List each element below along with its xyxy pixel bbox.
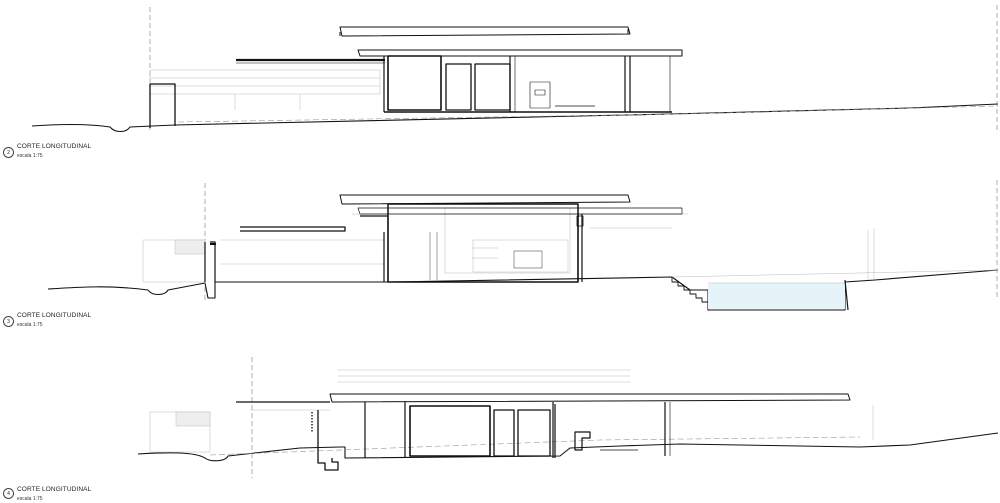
section-4-number-badge: 4: [3, 488, 14, 499]
ground-line: [31, 103, 999, 133]
section-2-number-badge: 2: [3, 147, 14, 158]
section-3-number-badge: 3: [3, 316, 14, 327]
section-2-scale: escala 1:75: [17, 153, 43, 159]
section-4-label: CORTE LONGITUDINAL escala 1:75: [17, 486, 91, 502]
ground-line: [137, 432, 999, 462]
section-3-title: CORTE LONGITUDINAL: [17, 312, 92, 319]
section-4-title: CORTE LONGITUDINAL: [17, 486, 92, 493]
section-2-drawing: [31, 5, 999, 133]
section-2-label: CORTE LONGITUDINAL escala 1:75: [17, 143, 91, 159]
section-3-drawing: [47, 180, 999, 311]
ground-line: [47, 269, 999, 311]
section-4-drawing: [137, 357, 999, 478]
section-4-scale: escala 1:75: [17, 496, 43, 502]
section-3-scale: escala 1:75: [17, 322, 43, 328]
section-3-label: CORTE LONGITUDINAL escala 1:75: [17, 312, 91, 328]
section-2-title: CORTE LONGITUDINAL: [17, 143, 92, 150]
